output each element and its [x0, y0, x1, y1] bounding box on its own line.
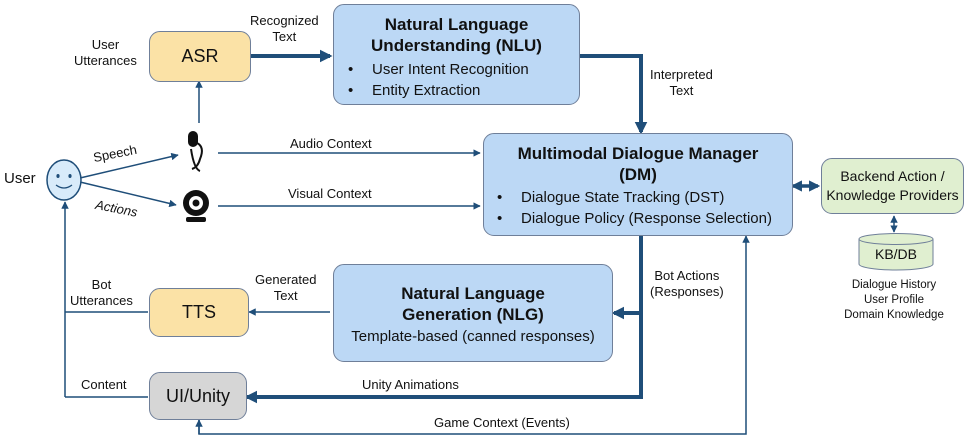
database-cylinder-icon [858, 233, 934, 271]
backend-line1: Backend Action / [840, 168, 945, 184]
edge-dm-to-ui [244, 313, 643, 404]
asr-box: ASR [149, 31, 251, 82]
dm-box: Multimodal Dialogue Manager (DM) Dialogu… [483, 133, 793, 236]
kb-note: User Profile [863, 294, 925, 306]
label-unity-animations: Unity Animations [362, 377, 459, 392]
label-game-context: Game Context (Events) [434, 415, 570, 430]
kb-note: Domain Knowledge [844, 309, 944, 321]
dm-title-line2: (DM) [619, 165, 657, 184]
nlu-bullet: User Intent Recognition [348, 59, 579, 80]
edge-nlu-to-dm [580, 54, 648, 135]
user-label: User [4, 170, 36, 187]
label-content: Content [81, 377, 127, 392]
nlg-box: Natural Language Generation (NLG) Templa… [333, 264, 613, 362]
tts-label: TTS [182, 302, 216, 322]
nlu-box: Natural Language Understanding (NLU) Use… [333, 4, 580, 105]
backend-box: Backend Action / Knowledge Providers [821, 158, 964, 214]
nlu-title-line1: Natural Language [384, 15, 529, 34]
dm-title-line1: Multimodal Dialogue Manager [517, 144, 759, 163]
webcam-icon [183, 190, 209, 222]
label-visual-context: Visual Context [288, 186, 372, 201]
label-audio-context: Audio Context [290, 136, 372, 151]
ui-unity-box: UI/Unity [149, 372, 247, 420]
smiley-face-icon [46, 159, 82, 201]
edge-user-actions [79, 181, 177, 208]
asr-label: ASR [181, 46, 219, 66]
backend-line2: Knowledge Providers [826, 187, 959, 203]
edge-user-speech [79, 152, 179, 179]
kb-label: KB/DB [874, 246, 917, 262]
tts-box: TTS [149, 288, 249, 337]
nlg-title-line2: Generation (NLG) [402, 305, 544, 324]
ui-unity-label: UI/Unity [165, 385, 230, 406]
nlu-title-line2: Understanding (NLU) [371, 36, 542, 55]
microphone-icon [188, 131, 203, 172]
edge-dm-to-nlg [611, 236, 643, 320]
kb-notes: Dialogue History User Profile Domain Kno… [832, 278, 956, 323]
nlg-subtitle: Template-based (canned responses) [351, 328, 595, 345]
label-bot-actions: Bot Actions(Responses) [650, 268, 724, 299]
dm-bullet: Dialogue Policy (Response Selection) [497, 208, 792, 229]
dm-bullet: Dialogue State Tracking (DST) [497, 187, 792, 208]
nlg-title-line1: Natural Language [401, 284, 545, 303]
nlu-bullet: Entity Extraction [348, 80, 579, 101]
kb-note: Dialogue History [851, 279, 937, 291]
